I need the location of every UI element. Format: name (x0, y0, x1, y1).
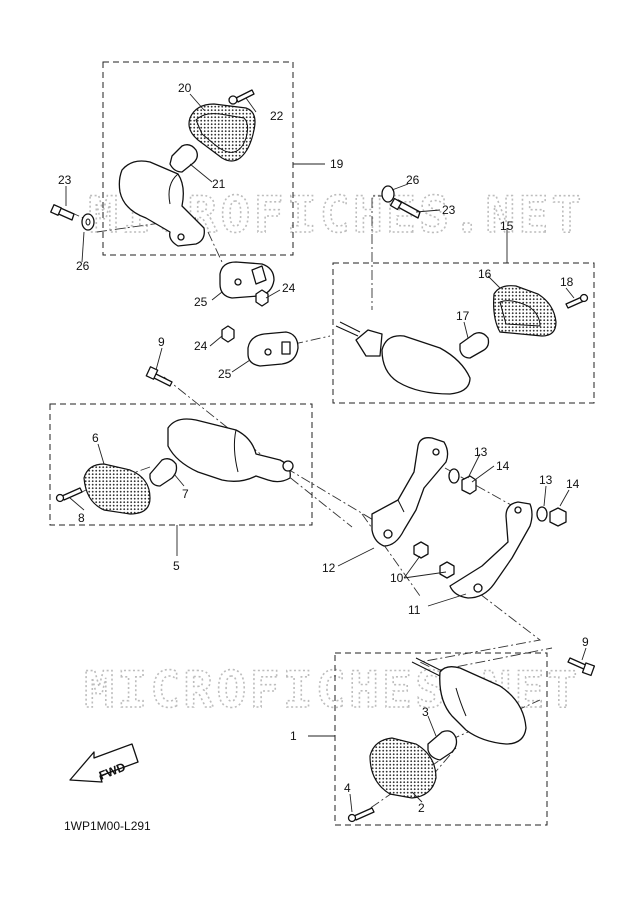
callout-18: 18 (560, 275, 574, 289)
turn-signal-assembly-front-right (347, 657, 527, 823)
screw-22 (235, 89, 255, 103)
turn-signal-assembly-rear-right (335, 185, 589, 395)
group-box-5 (49, 403, 313, 526)
washer-26-right (381, 185, 395, 203)
callout-24-upper: 24 (282, 281, 296, 295)
callout-17: 17 (456, 309, 470, 323)
callout-13-left: 13 (474, 445, 488, 459)
callout-3: 3 (422, 705, 429, 719)
screw-9-lower (567, 657, 596, 677)
housing-15 (381, 335, 471, 395)
group-box-15 (332, 262, 595, 404)
callout-19: 19 (330, 157, 344, 171)
lens-2 (369, 737, 437, 799)
nut-14-left (461, 475, 477, 495)
bulb-17 (459, 332, 490, 359)
lens-16 (493, 285, 557, 337)
callout-6: 6 (92, 431, 99, 445)
turn-signal-assembly-front-left (55, 418, 294, 515)
callout-9-lower: 9 (582, 635, 589, 649)
callout-25-lower: 25 (218, 367, 232, 381)
screw-4 (353, 807, 375, 821)
callout-9-upper: 9 (158, 335, 165, 349)
callout-5: 5 (173, 559, 180, 573)
callout-14-right: 14 (566, 477, 580, 491)
callout-1: 1 (290, 729, 297, 743)
washer-13-left (448, 468, 460, 484)
callout-26-left: 26 (76, 259, 90, 273)
callout-7: 7 (182, 487, 189, 501)
screw-8 (61, 487, 83, 501)
callout-15: 15 (500, 219, 514, 233)
callout-21: 21 (212, 177, 226, 191)
group-box-1 (334, 652, 548, 826)
lens-20 (188, 103, 256, 162)
group-box-19 (102, 61, 294, 256)
callout-10: 10 (390, 571, 404, 585)
nut-14-right (549, 507, 567, 527)
washer-26-left (81, 213, 95, 231)
mounting-brackets (219, 261, 299, 367)
callout-20: 20 (178, 81, 192, 95)
bulb-3 (427, 730, 458, 761)
screw-9-upper (145, 366, 173, 387)
callout-13-right: 13 (539, 473, 553, 487)
nut-10-left (413, 541, 429, 559)
callout-23-left: 23 (58, 173, 72, 187)
drawing-code: 1WP1M00-L291 (64, 819, 151, 833)
nut-24-upper (255, 289, 269, 307)
lens-6 (83, 463, 151, 515)
nut-10-right (439, 561, 455, 579)
bracket-25-lower (247, 331, 299, 367)
washer-13-right (536, 506, 548, 522)
callout-8: 8 (78, 511, 85, 525)
leader-lines (65, 93, 587, 813)
bracket-11 (449, 501, 533, 599)
callout-14-left: 14 (496, 459, 510, 473)
bracket-12 (371, 437, 449, 547)
fasteners (413, 468, 567, 579)
callout-24-lower: 24 (194, 339, 208, 353)
callout-numbers: 1 2 3 4 5 6 7 8 9 9 10 11 12 13 13 14 14… (58, 81, 589, 815)
turn-signal-assembly-rear-left (118, 89, 256, 247)
callout-4: 4 (344, 781, 351, 795)
housing-1 (439, 666, 527, 745)
callout-23-right: 23 (442, 203, 456, 217)
forward-direction-arrow: FWD (69, 743, 139, 783)
housing-19 (118, 160, 205, 247)
bulb-21 (169, 144, 198, 173)
callout-12: 12 (322, 561, 336, 575)
screw-washer-left (50, 204, 95, 231)
housing-5 (167, 418, 291, 483)
callout-26-right: 26 (406, 173, 420, 187)
bulb-7 (149, 458, 178, 487)
callout-16: 16 (478, 267, 492, 281)
callout-11: 11 (408, 603, 421, 617)
callout-25-upper: 25 (194, 295, 208, 309)
callout-22: 22 (270, 109, 284, 123)
callout-2: 2 (418, 801, 425, 815)
nut-24-lower (221, 325, 235, 343)
